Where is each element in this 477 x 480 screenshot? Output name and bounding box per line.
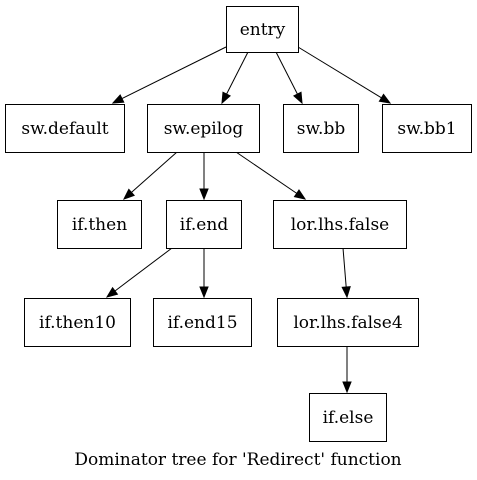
edge-line — [121, 46, 227, 100]
edge-line — [235, 151, 298, 194]
edge-line — [114, 247, 173, 292]
node-lor-lhs-false4: lor.lhs.false4 — [277, 298, 419, 347]
edge-entry-to-sw-default — [111, 46, 227, 104]
node-box — [57, 200, 142, 249]
node-label: if.else — [323, 408, 374, 428]
node-box — [283, 104, 359, 153]
edge-line — [342, 247, 347, 288]
node-label: sw.bb — [297, 119, 346, 139]
edge-sw-epilog-to-if-end — [199, 152, 209, 201]
node-box — [382, 104, 472, 153]
node-box — [24, 298, 131, 347]
node-label: if.end — [180, 215, 229, 235]
arrowhead-icon — [122, 188, 135, 200]
edge-if-end-to-if-then10 — [105, 247, 173, 298]
edge-sw-epilog-to-lor-lhs-false — [235, 151, 307, 200]
node-label: sw.bb1 — [397, 119, 456, 139]
edge-line — [275, 51, 298, 95]
arrowhead-icon — [199, 286, 209, 299]
edge-lor-lhs-false-to-lor-lhs-false4 — [341, 247, 351, 299]
node-sw-default: sw.default — [5, 104, 125, 153]
node-label: if.then — [72, 215, 127, 235]
node-if-end: if.end — [166, 200, 242, 249]
edge-lor-lhs-false4-to-if-else — [342, 346, 352, 394]
node-label: entry — [240, 20, 286, 40]
node-sw-epilog: sw.epilog — [147, 104, 260, 153]
node-if-else: if.else — [309, 393, 387, 442]
arrowhead-icon — [111, 94, 125, 104]
arrowhead-icon — [378, 93, 392, 104]
edge-line — [131, 151, 178, 193]
node-if-end15: if.end15 — [153, 298, 252, 347]
edge-line — [226, 51, 249, 95]
node-label: if.end15 — [167, 313, 237, 333]
arrowhead-icon — [293, 91, 303, 105]
node-box — [273, 200, 407, 249]
arrowhead-icon — [105, 286, 119, 298]
edge-if-end-to-if-end15 — [199, 248, 209, 299]
edge-entry-to-sw-bb — [275, 51, 303, 105]
node-lor-lhs-false: lor.lhs.false — [273, 200, 407, 249]
node-label: lor.lhs.false4 — [293, 313, 402, 333]
node-label: sw.epilog — [164, 119, 244, 139]
node-box — [147, 104, 260, 153]
node-box — [5, 104, 125, 153]
edge-line — [297, 46, 382, 99]
diagram-caption: Dominator tree for 'Redirect' function — [74, 450, 401, 470]
node-box — [166, 200, 242, 249]
arrowhead-icon — [293, 189, 307, 200]
nodes-layer: entry sw.default sw.epilog sw.bb sw.bb1 if.th… — [5, 6, 472, 442]
node-label: sw.default — [21, 119, 108, 139]
node-entry: entry — [226, 6, 299, 53]
arrowhead-icon — [221, 91, 231, 105]
arrowhead-icon — [199, 188, 209, 201]
node-label: if.then10 — [39, 313, 116, 333]
edge-entry-to-sw-epilog — [221, 51, 249, 105]
node-if-then10: if.then10 — [24, 298, 131, 347]
node-box — [309, 393, 387, 442]
node-sw-bb: sw.bb — [283, 104, 359, 153]
node-sw-bb1: sw.bb1 — [382, 104, 472, 153]
node-label: lor.lhs.false — [291, 215, 390, 235]
arrowhead-icon — [341, 286, 351, 299]
arrowhead-icon — [342, 381, 352, 394]
edge-entry-to-sw-bb1 — [297, 46, 392, 104]
edges-layer — [105, 46, 392, 394]
node-box — [153, 298, 252, 347]
node-box — [226, 6, 299, 53]
node-if-then: if.then — [57, 200, 142, 249]
edge-sw-epilog-to-if-then — [122, 151, 178, 200]
node-box — [277, 298, 419, 347]
